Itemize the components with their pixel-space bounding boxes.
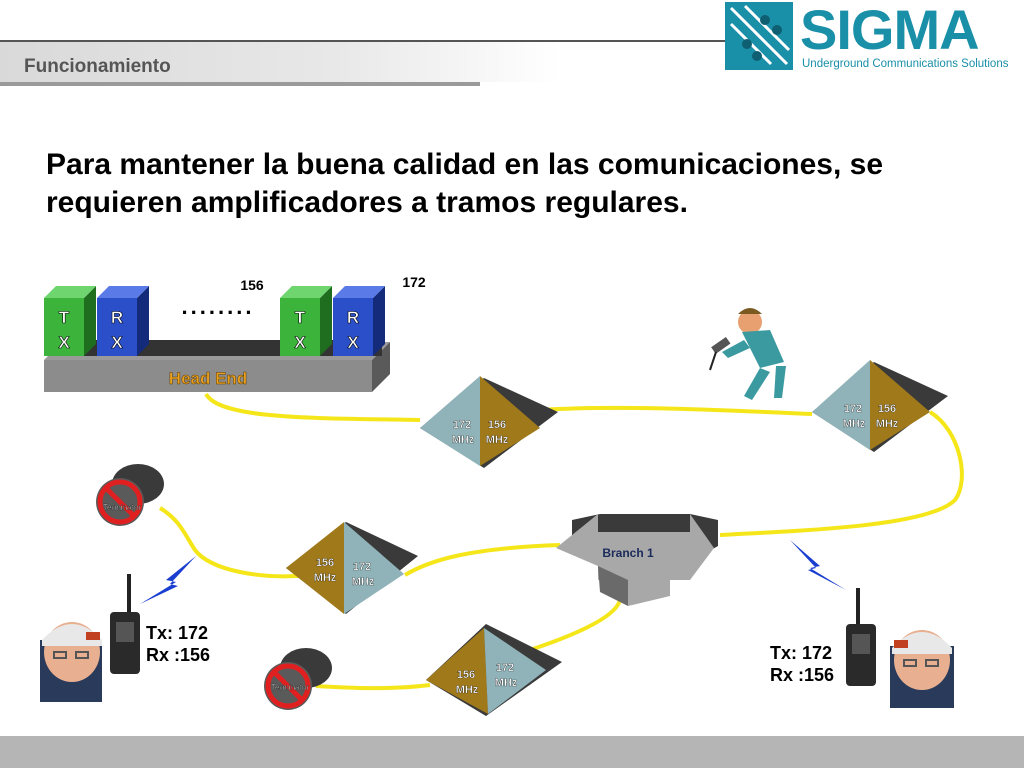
module-letter: X: [58, 333, 70, 352]
terminator-label: Terminator: [103, 503, 141, 512]
branch-label: Branch 1: [602, 546, 654, 560]
svg-text:156: 156: [488, 419, 506, 431]
module-dots: ........: [182, 294, 255, 319]
amplifier: 172 MHz 156 MHz: [420, 376, 558, 468]
walkie-talkie-icon: [110, 574, 140, 674]
header-band: [0, 40, 560, 82]
terminator-label: Terminator: [271, 683, 309, 692]
module-letter: T: [295, 308, 306, 327]
svg-text:156: 156: [457, 669, 475, 681]
coax-cable: [158, 392, 964, 691]
logo-wordmark: SIGMA: [800, 0, 980, 61]
sigma-logo-icon: [725, 2, 793, 70]
freq-label-156: 156: [240, 277, 264, 293]
logo-tagline: Underground Communications Solutions: [802, 58, 1009, 70]
rx-module: [333, 298, 373, 356]
module-letter: R: [347, 308, 359, 327]
svg-text:MHz: MHz: [495, 677, 518, 689]
lightning-icon: [790, 540, 846, 590]
tx-module: [280, 298, 320, 356]
svg-text:MHz: MHz: [452, 434, 475, 446]
svg-text:MHz: MHz: [486, 434, 509, 446]
tx-module: [44, 298, 84, 356]
rx-frequency: Rx :156: [146, 645, 211, 665]
svg-text:MHz: MHz: [352, 576, 375, 588]
svg-text:MHz: MHz: [876, 418, 899, 430]
footer-bar: [0, 736, 1024, 768]
svg-text:MHz: MHz: [456, 684, 479, 696]
svg-text:172: 172: [496, 662, 514, 674]
module-letter: X: [111, 333, 123, 352]
headline: Para mantener la buena calidad en las co…: [46, 148, 884, 219]
branch-splitter: Branch 1: [556, 514, 718, 606]
svg-text:MHz: MHz: [314, 572, 337, 584]
terminator-icon: Terminator: [264, 648, 332, 710]
amplifier: 156 MHz 172 MHz: [426, 624, 562, 716]
rx-module: [97, 298, 137, 356]
tx-frequency: Tx: 172: [146, 623, 209, 643]
section-title: Funcionamiento: [24, 56, 171, 77]
module-letter: R: [111, 308, 123, 327]
svg-text:MHz: MHz: [843, 418, 866, 430]
head-end-label: Head End: [169, 369, 247, 388]
radio-caption-right: Tx: 172 Rx :156: [770, 642, 834, 686]
svg-text:156: 156: [316, 557, 334, 569]
worker-with-drill-icon: [709, 308, 786, 400]
walkie-talkie-icon: [846, 588, 876, 686]
terminator-icon: Terminator: [96, 464, 164, 526]
module-letter: X: [294, 333, 306, 352]
head-end: T X R X T X R X Head End ........ 156 17…: [44, 274, 426, 392]
miner-face-icon: [40, 622, 102, 702]
module-letter: X: [347, 333, 359, 352]
amplifier: 172 MHz 156 MHz: [812, 360, 948, 452]
header-rule-lower: [0, 82, 480, 86]
radio-caption-left: Tx: 172 Rx :156: [146, 622, 210, 666]
header-rule: [0, 40, 725, 42]
svg-text:172: 172: [844, 403, 862, 415]
module-letter: T: [59, 308, 70, 327]
miner-face-icon: [890, 630, 954, 708]
rx-frequency: Rx :156: [770, 665, 835, 685]
head-end-modules: [44, 286, 385, 356]
amplifier: 156 MHz 172 MHz: [286, 522, 418, 614]
lightning-icon: [140, 556, 196, 604]
svg-text:172: 172: [353, 561, 371, 573]
tx-frequency: Tx: 172: [770, 643, 833, 663]
svg-text:172: 172: [453, 419, 471, 431]
freq-label-172: 172: [402, 274, 426, 290]
network-diagram: T X R X T X R X Head End ........ 156 17…: [40, 274, 964, 716]
svg-text:156: 156: [878, 403, 896, 415]
